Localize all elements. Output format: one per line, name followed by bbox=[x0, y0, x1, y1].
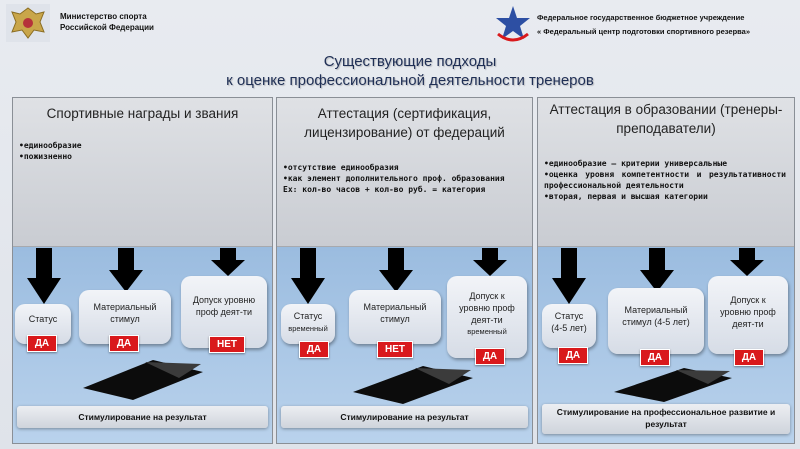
graduation-cap-icon bbox=[614, 368, 732, 402]
center-name: Федеральное государственное бюджетное уч… bbox=[537, 11, 750, 39]
center-line2: « Федеральный центр подготовки спортивно… bbox=[537, 27, 751, 36]
star-logo-icon bbox=[496, 6, 530, 42]
answer-badge: НЕТ bbox=[209, 336, 245, 353]
down-arrow-icon bbox=[552, 248, 586, 304]
answer-badge: ДА bbox=[640, 349, 670, 366]
footer-label: Стимулирование на профессиональное разви… bbox=[542, 404, 790, 434]
box-label: Допуск уровню проф деят-ти bbox=[192, 295, 256, 317]
title-line2: к оценке профессиональной деятельности т… bbox=[226, 72, 594, 89]
status-box: Статус (4-5 лет) bbox=[542, 304, 596, 348]
status-box: Статус bbox=[15, 304, 71, 344]
material-incentive-box: Материальный стимул bbox=[349, 290, 441, 344]
panel-awards: Спортивные награды и звания •единообрази… bbox=[12, 97, 273, 444]
bullet-item: •единообразие – критерии универсальные bbox=[544, 159, 728, 168]
panel-title: Спортивные награды и звания bbox=[46, 106, 239, 121]
footer-label: Стимулирование на результат bbox=[281, 406, 528, 428]
panel-header: Спортивные награды и звания •единообрази… bbox=[13, 98, 272, 247]
box-label: Допуск к уровню проф деят-ти bbox=[459, 291, 515, 325]
panel-header: Аттестация (сертификация, лицензирование… bbox=[277, 98, 532, 247]
box-label: Материальный стимул bbox=[363, 302, 427, 324]
panel-federation-attestation: Аттестация (сертификация, лицензирование… bbox=[276, 97, 533, 444]
answer-badge: ДА bbox=[27, 335, 57, 352]
box-sublabel: временный bbox=[288, 324, 328, 333]
box-label: Материальный стимул (4-5 лет) bbox=[622, 305, 690, 327]
bullet-list: •отсутствие единообразия •как элемент до… bbox=[283, 162, 524, 195]
down-arrow-icon bbox=[473, 248, 507, 276]
answer-badge: ДА bbox=[558, 347, 588, 364]
bullet-item: •как элемент дополнительного проф. образ… bbox=[283, 174, 505, 183]
box-label: Материальный стимул bbox=[93, 302, 157, 324]
answer-badge: ДА bbox=[475, 348, 505, 365]
title-line1: Существующие подходы bbox=[323, 53, 497, 70]
graduation-cap-icon bbox=[353, 366, 473, 404]
down-arrow-icon bbox=[211, 248, 245, 276]
panel-header: Аттестация в образовании (тренеры-препод… bbox=[538, 98, 794, 247]
slide-title: Существующие подходы к оценке профессион… bbox=[150, 52, 670, 90]
bullet-item: Ех: кол-во часов + кол-во руб. = категор… bbox=[283, 185, 486, 194]
ministry-line2: Российской Федерации bbox=[60, 23, 154, 32]
bullet-list: •единообразие – критерии универсальные •… bbox=[544, 158, 786, 202]
answer-badge: ДА bbox=[109, 335, 139, 352]
answer-badge: ДА bbox=[299, 341, 329, 358]
box-label: Допуск к уровню проф деят-ти bbox=[720, 295, 776, 329]
bullet-item: •единообразие bbox=[19, 141, 82, 150]
status-box: Статус временный bbox=[281, 304, 335, 344]
bullet-item: •пожизненно bbox=[19, 152, 72, 161]
box-label: Статус bbox=[28, 314, 58, 324]
graduation-cap-icon bbox=[83, 360, 203, 400]
bullet-item: •оценка уровня компетентности и результа… bbox=[544, 170, 786, 190]
box-sublabel: временный bbox=[467, 327, 507, 336]
down-arrow-icon bbox=[109, 248, 143, 292]
footer-label: Стимулирование на результат bbox=[17, 406, 268, 428]
box-label: Статус (4-5 лет) bbox=[551, 311, 587, 333]
material-incentive-box: Материальный стимул (4-5 лет) bbox=[608, 288, 704, 354]
down-arrow-icon bbox=[291, 248, 325, 304]
bullet-item: •отсутствие единообразия bbox=[283, 163, 399, 172]
down-arrow-icon bbox=[27, 248, 61, 304]
ministry-name: Министерство спорта Российской Федерации bbox=[60, 11, 154, 33]
ministry-line1: Министерство спорта bbox=[60, 12, 147, 21]
bullet-item: •вторая, первая и высшая категории bbox=[544, 192, 708, 201]
bullet-list: •единообразие •пожизненно bbox=[19, 140, 264, 162]
box-label: Статус bbox=[293, 311, 323, 321]
center-line1: Федеральное государственное бюджетное уч… bbox=[537, 13, 745, 22]
down-arrow-icon bbox=[640, 248, 674, 292]
panel-education-attestation: Аттестация в образовании (тренеры-препод… bbox=[537, 97, 795, 444]
panel-title: Аттестация (сертификация, лицензирование… bbox=[304, 106, 505, 140]
access-level-box: Допуск к уровню проф деят-ти временный bbox=[447, 276, 527, 358]
access-level-box: Допуск к уровню проф деят-ти bbox=[708, 276, 788, 354]
answer-badge: ДА bbox=[734, 349, 764, 366]
answer-badge: НЕТ bbox=[377, 341, 413, 358]
down-arrow-icon bbox=[379, 248, 413, 292]
coat-of-arms-icon bbox=[6, 4, 50, 42]
panel-title: Аттестация в образовании (тренеры-препод… bbox=[549, 102, 783, 136]
down-arrow-icon bbox=[730, 248, 764, 276]
